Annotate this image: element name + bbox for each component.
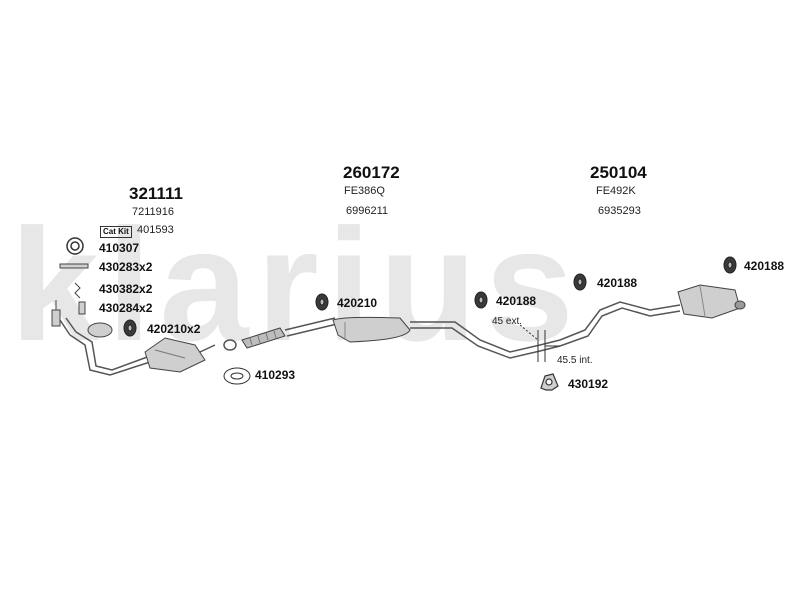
rear-part-number: 250104: [590, 163, 647, 182]
rear-ref: 6935293: [598, 205, 641, 217]
ring-gasket-icon: [223, 367, 251, 385]
catalyst: [144, 337, 206, 373]
spring-icon: [74, 282, 81, 299]
fitting-430192: 430192: [568, 377, 609, 391]
fitting-420188-a: 420188: [496, 294, 537, 308]
rubber-mount-icon: [123, 256, 737, 337]
watermark-text: klarius: [10, 195, 582, 374]
centre-section: [284, 317, 338, 337]
rear-pipe: [559, 301, 681, 347]
note-int: 45.5 int.: [557, 355, 593, 366]
fitting-430283: 430283x2: [99, 260, 153, 274]
fitting-430382: 430382x2: [99, 282, 153, 296]
cat-kit-badge: Cat Kit: [100, 226, 132, 238]
centre-silencer: [332, 316, 411, 343]
middle-ref: 6996211: [346, 205, 389, 217]
stud-icon: [78, 301, 86, 315]
front-part-number: 321111: [129, 184, 183, 203]
fitting-420210: 420210: [337, 296, 378, 310]
front-ref: 7211916: [132, 206, 175, 218]
lambda-sensor: [51, 300, 61, 327]
mid-pipe: [410, 321, 561, 359]
clamp-icon: [540, 373, 559, 391]
front-downpipe: [59, 317, 151, 376]
fitting-420188-c: 420188: [744, 259, 785, 273]
note-ext: 45 ext.: [492, 316, 523, 327]
fitting-420188-b: 420188: [597, 276, 638, 290]
joint-marker: [519, 324, 560, 362]
bolt-icon: [59, 263, 89, 269]
rear-silencer: [677, 284, 746, 319]
fitting-430284: 430284x2: [99, 301, 153, 315]
fitting-420210x2: 420210x2: [147, 322, 201, 336]
flex-pipe: [241, 327, 286, 349]
cat-kit-number: 401593: [137, 224, 174, 236]
middle-part-number: 260172: [343, 163, 400, 182]
middle-code: FE386Q: [344, 185, 385, 197]
fitting-410307: 410307: [99, 241, 140, 255]
front-flange: [87, 322, 113, 338]
coupling-pipe: [199, 339, 237, 353]
gasket-icon: [66, 237, 84, 255]
fitting-410293: 410293: [255, 368, 296, 382]
rear-code: FE492K: [596, 185, 636, 197]
